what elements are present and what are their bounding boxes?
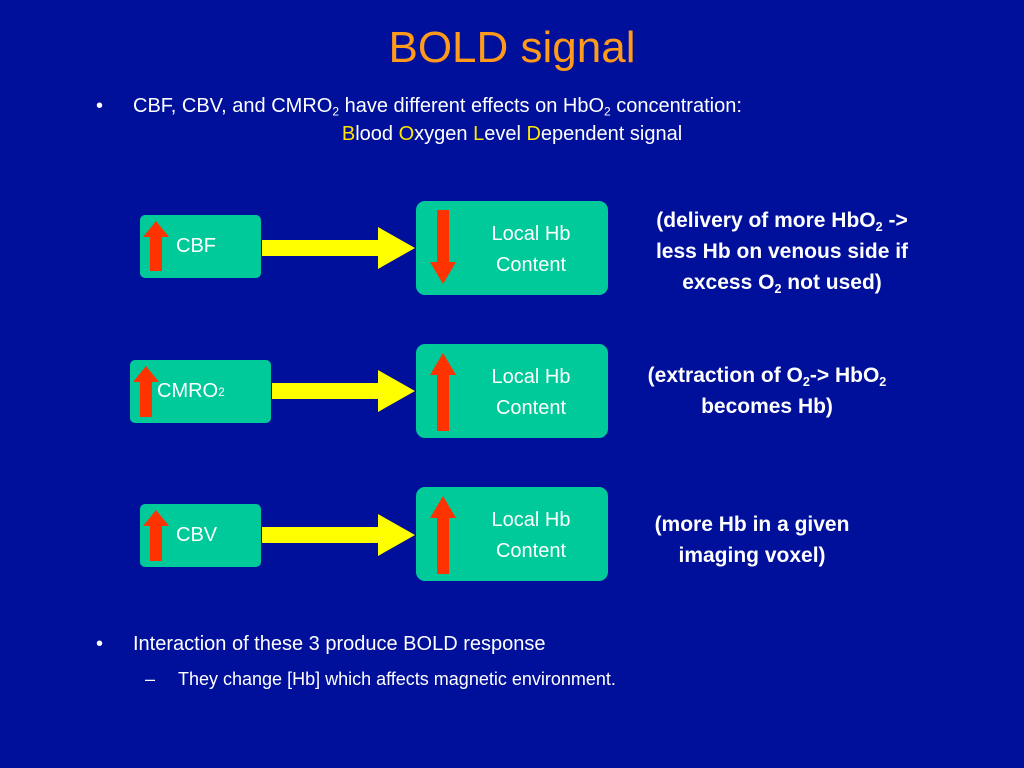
- local-hb-content-box: Local Hb Content: [416, 344, 608, 438]
- connector-arrow-icon: [262, 514, 415, 556]
- bullet-interaction: • Interaction of these 3 produce BOLD re…: [96, 631, 545, 657]
- sub-bullet-hb: – They change [Hb] which affects magneti…: [145, 666, 616, 692]
- cbv-note: (more Hb in a given imaging voxel): [654, 513, 850, 567]
- bullet-interaction-text: Interaction of these 3 produce BOLD resp…: [133, 633, 546, 655]
- up-arrow-icon: [430, 496, 456, 574]
- hb-label-line2: Content: [495, 397, 567, 419]
- hb-label-line2: Content: [495, 254, 567, 276]
- hb-label-line1: Local Hb: [491, 509, 571, 531]
- sub-bullet-hb-text: They change [Hb] which affects magnetic …: [178, 669, 616, 689]
- cbv-box: CBV: [140, 504, 261, 567]
- local-hb-content-box: Local Hb Content: [416, 201, 608, 295]
- cbf-box: CBF: [140, 215, 261, 278]
- sub-bullet-marker: –: [145, 669, 156, 689]
- cbf-label: CBF: [176, 235, 216, 257]
- bold-acronym-line: Blood Oxygen Level Dependent signal: [0, 121, 1024, 147]
- up-arrow-icon: [430, 353, 456, 431]
- connector-arrow-icon: [262, 227, 415, 269]
- bullet-marker: •: [96, 95, 104, 117]
- bullet-marker: •: [96, 633, 104, 655]
- hb-label-line2: Content: [495, 540, 567, 562]
- acronym-b: Blood: [341, 123, 399, 145]
- bullet-effects: • CBF, CBV, and CMRO2 have different eff…: [96, 93, 976, 119]
- acronym-o: Oxygen: [398, 123, 474, 145]
- up-arrow-icon: [133, 366, 159, 417]
- acronym-l: Level: [473, 123, 527, 145]
- acronym-d: Dependent signal: [526, 123, 683, 145]
- cbv-label: CBV: [176, 524, 218, 546]
- up-arrow-icon: [143, 221, 169, 271]
- up-arrow-icon: [143, 510, 169, 561]
- down-arrow-icon: [430, 210, 456, 284]
- slide-title: BOLD signal: [388, 23, 636, 72]
- hb-label-line1: Local Hb: [491, 366, 571, 388]
- hb-label-line1: Local Hb: [491, 223, 571, 245]
- cmro2-note: (extraction of O2-> HbO2 becomes Hb): [647, 364, 887, 418]
- bullet-effects-text: CBF, CBV, and CMRO2 have different effec…: [133, 95, 742, 119]
- local-hb-content-box: Local Hb Content: [416, 487, 608, 581]
- cbf-note: (delivery of more HbO2 -> less Hb on ven…: [655, 209, 909, 296]
- connector-arrow-icon: [272, 370, 415, 412]
